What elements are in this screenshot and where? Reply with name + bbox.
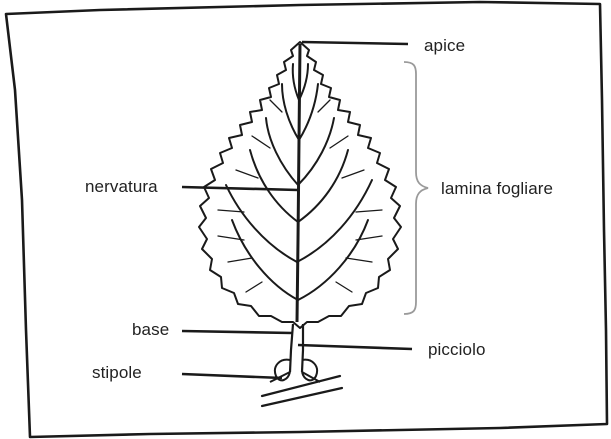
label-apice: apice bbox=[424, 37, 465, 54]
label-stipole: stipole bbox=[92, 364, 142, 381]
lamina-brace bbox=[404, 62, 428, 314]
label-nervatura: nervatura bbox=[85, 178, 158, 195]
label-picciolo: picciolo bbox=[428, 341, 486, 358]
leader-stipole bbox=[182, 374, 282, 378]
label-lamina-fogliare: lamina fogliare bbox=[441, 180, 553, 197]
label-base: base bbox=[132, 321, 169, 338]
leader-picciolo bbox=[298, 345, 412, 349]
petiole bbox=[290, 324, 303, 372]
leader-apice bbox=[302, 42, 408, 44]
leader-base bbox=[182, 331, 292, 333]
